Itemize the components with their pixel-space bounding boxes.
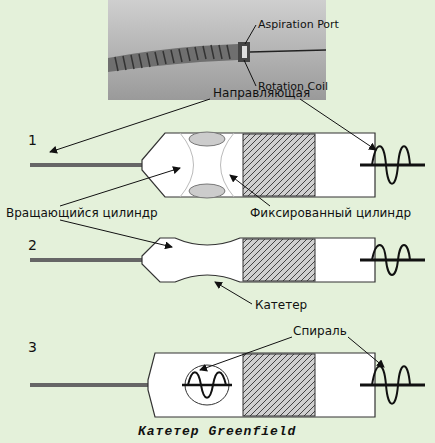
catheter-drawing-2 — [30, 238, 425, 282]
part-label: Катетер — [255, 298, 307, 312]
figure-caption: Катетер Greenfield — [138, 424, 296, 439]
caption-band — [0, 422, 435, 443]
catheter-drawing-1 — [30, 132, 425, 198]
part-label: Направляющая — [213, 86, 310, 100]
leader-lines — [50, 99, 384, 370]
callout-number: 3 — [28, 340, 37, 354]
part-label: Спираль — [293, 324, 347, 338]
callout-number: 2 — [28, 238, 37, 252]
catheter-drawing-3 — [30, 353, 425, 417]
part-label: Вращающийся цилиндр — [6, 206, 158, 220]
callout-number: 1 — [28, 133, 37, 147]
part-label: Фиксированный цилиндр — [250, 206, 411, 220]
photo-label: Aspiration Port — [258, 18, 339, 32]
